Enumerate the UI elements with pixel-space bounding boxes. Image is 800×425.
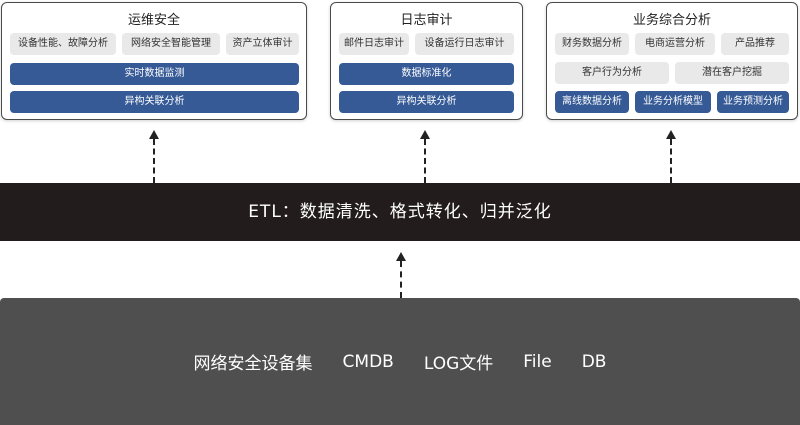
panel-log-audit: 日志审计 邮件日志审计 设备运行日志审计 数据标准化 异构关联分析 (330, 2, 523, 120)
dashed-connector (424, 139, 426, 183)
dashed-connector (670, 139, 672, 183)
data-sources-band: 网络安全设备集 CMDB LOG文件 File DB (0, 298, 800, 425)
dashed-connector (153, 139, 155, 183)
tag-mail-log-audit: 邮件日志审计 (339, 33, 409, 55)
bar-heterogeneous-correlation: 异构关联分析 (339, 91, 514, 113)
bar-business-forecast: 业务预测分析 (717, 91, 789, 113)
arrow-up-icon (149, 130, 159, 139)
bar-heterogeneous-correlation: 异构关联分析 (10, 91, 299, 113)
panel-title: 运维安全 (127, 13, 180, 28)
source-network-security-devices: 网络安全设备集 (193, 354, 313, 374)
dashed-connector (400, 261, 402, 298)
tag-device-log-audit: 设备运行日志审计 (415, 33, 514, 55)
tag-device-fault-analysis: 设备性能、故障分析 (10, 33, 116, 55)
tag-finance-analysis: 财务数据分析 (555, 33, 629, 55)
panel-title: 业务综合分析 (632, 13, 711, 28)
panel-business-analysis: 业务综合分析 财务数据分析 电商运营分析 产品推荐 客户行为分析 潜在客户挖掘 … (546, 2, 798, 120)
tag-network-security-mgmt: 网络安全智能管理 (122, 33, 220, 55)
arrow-up-icon (396, 252, 406, 261)
bar-offline-analysis: 离线数据分析 (555, 91, 629, 113)
source-log-files: LOG文件 (423, 354, 494, 374)
tag-ecommerce-analysis: 电商运营分析 (635, 33, 715, 55)
panel-title: 日志审计 (400, 13, 453, 28)
tag-potential-customer-mining: 潜在客户挖掘 (675, 62, 789, 84)
bar-data-standardization: 数据标准化 (339, 63, 514, 85)
bar-realtime-monitoring: 实时数据监测 (10, 63, 299, 85)
etl-band: ETL：数据清洗、格式转化、归并泛化 (0, 183, 800, 241)
bar-business-model: 业务分析模型 (635, 91, 711, 113)
source-cmdb: CMDB (342, 351, 394, 372)
tag-product-recommendation: 产品推荐 (721, 33, 789, 55)
panel-ops-security: 运维安全 设备性能、故障分析 网络安全智能管理 资产立体审计 实时数据监测 异构… (1, 2, 307, 120)
tag-customer-behavior: 客户行为分析 (555, 62, 669, 84)
arrow-up-icon (420, 130, 430, 139)
source-db: DB (581, 351, 607, 372)
arrow-up-icon (666, 130, 676, 139)
source-file: File (523, 351, 552, 372)
tag-asset-audit: 资产立体审计 (226, 33, 299, 55)
